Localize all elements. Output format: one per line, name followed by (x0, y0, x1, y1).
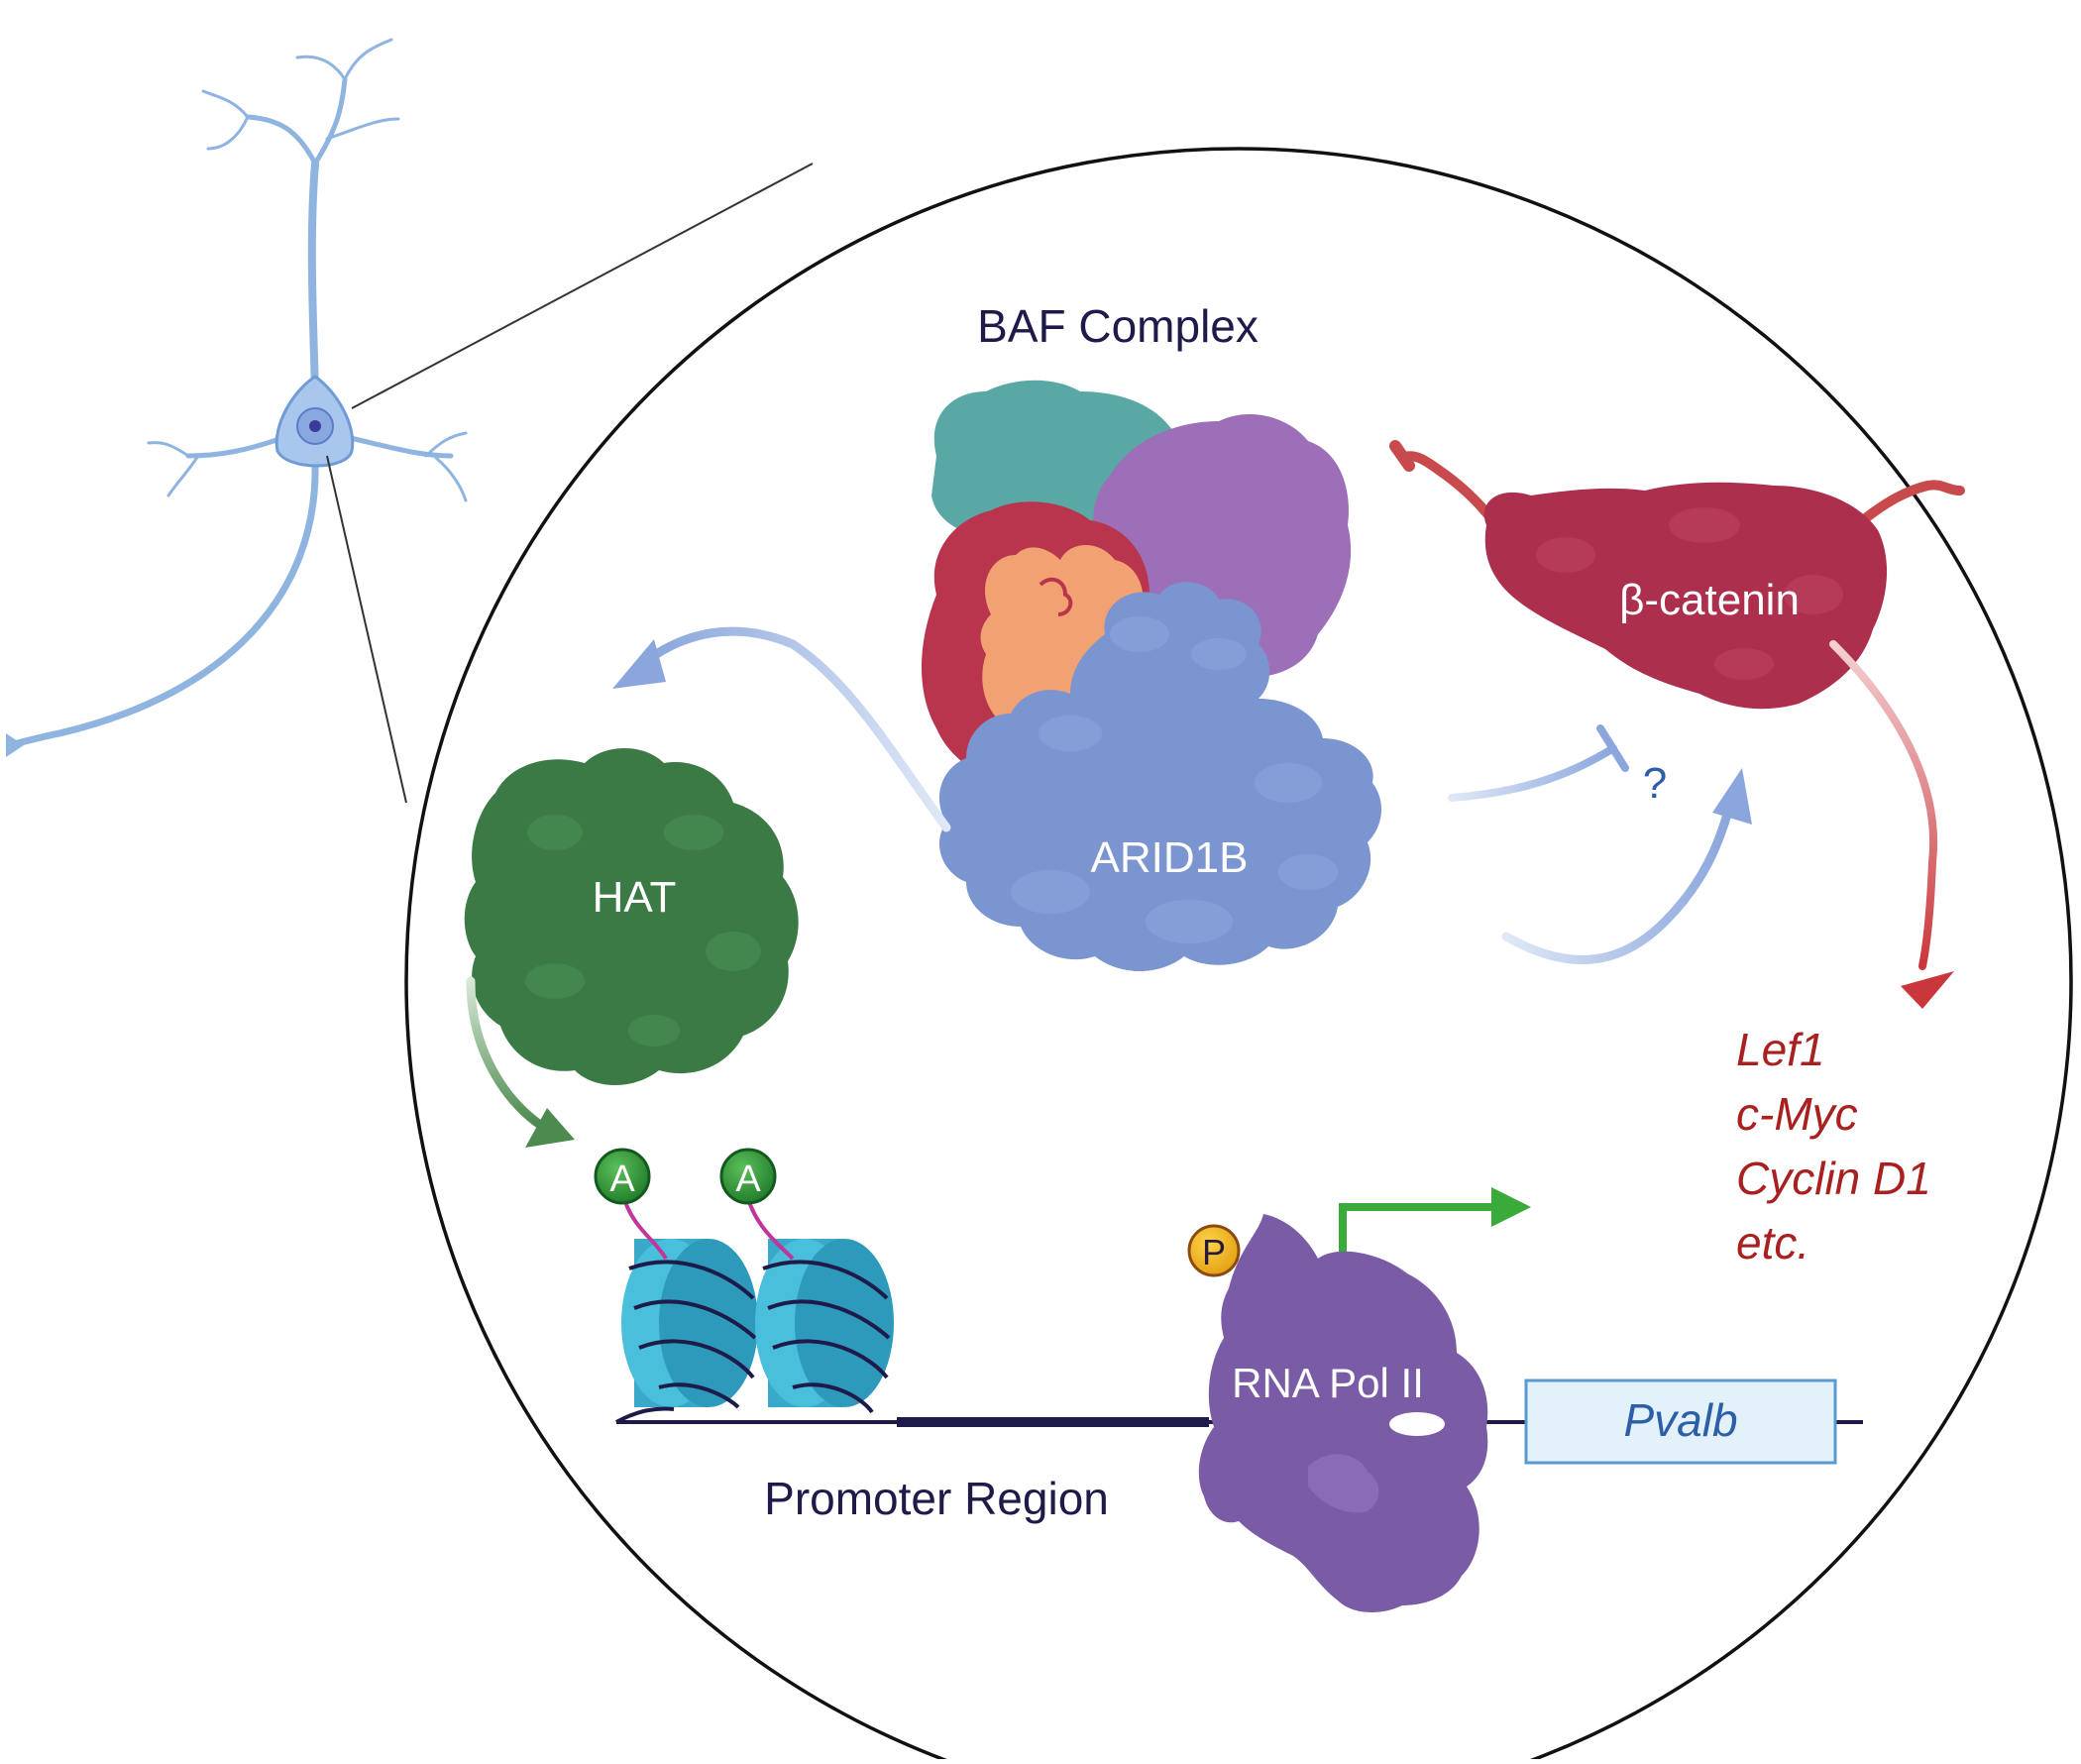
arrowhead-to-genes (1901, 971, 1954, 1009)
hat: HAT (464, 748, 799, 1085)
arid1b-inhibit-line (1448, 744, 1617, 802)
neuron-icon (6, 38, 468, 749)
target-gene-item: c-Myc (1736, 1088, 1858, 1140)
beta-catenin-label: β-catenin (1619, 576, 1800, 624)
baf-complex-title: BAF Complex (977, 300, 1259, 352)
beta-catenin-tail-left (1397, 451, 1501, 530)
phospho-mark: P (1187, 1224, 1241, 1277)
hat-label: HAT (593, 873, 677, 922)
pvalb-gene-box (1524, 1378, 1837, 1465)
zoom-line-bottom (326, 455, 407, 804)
rna-polymerase-ii: RNA Pol II (1198, 1214, 1488, 1612)
rna-pol-body (1198, 1214, 1488, 1612)
beta-catenin-body (1483, 482, 1888, 710)
svg-text:A: A (735, 1158, 761, 1200)
zoom-line-top (351, 163, 814, 409)
arrowhead-to-acetyl (525, 1108, 575, 1148)
inhibition-bar (1596, 724, 1629, 772)
target-gene-list: Lef1 c-Myc Cyclin D1 etc. (1736, 1024, 1931, 1268)
transcription-arrowhead (1491, 1187, 1531, 1227)
target-gene-item: Cyclin D1 (1736, 1153, 1931, 1204)
axon-terminal-icon (6, 733, 24, 757)
target-gene-item: etc. (1736, 1217, 1809, 1268)
acetyl-mark: A (594, 1148, 651, 1205)
question-mark: ? (1643, 759, 1667, 808)
neuron-nucleolus (309, 420, 321, 432)
rna-pol-label: RNA Pol II (1232, 1360, 1424, 1406)
arrowhead-to-beta-catenin (1712, 768, 1752, 825)
arid1b-activate-arrow (1501, 803, 1734, 964)
arid1b-to-hat-arrow (644, 626, 951, 832)
baf-complex: ARID1B (922, 380, 1382, 971)
nucleosome (755, 1239, 894, 1414)
beta-catenin-to-genes-arrow (1829, 640, 1938, 970)
beta-catenin-tail-right (1858, 480, 1965, 525)
arrowhead-to-hat (612, 639, 666, 689)
nucleosome (615, 1239, 758, 1424)
arid1b-label: ARID1B (1091, 833, 1249, 882)
promoter-region-label: Promoter Region (764, 1473, 1109, 1524)
acetyl-mark: A (719, 1148, 777, 1205)
hat-to-acetyl-arrow (466, 976, 545, 1130)
pvalb-gene: Pvalb (1524, 1378, 1837, 1465)
pvalb-label: Pvalb (1623, 1394, 1737, 1446)
target-gene-item: Lef1 (1736, 1024, 1825, 1075)
beta-catenin: β-catenin (1389, 440, 1965, 710)
svg-text:P: P (1202, 1232, 1226, 1272)
svg-text:A: A (609, 1158, 635, 1200)
